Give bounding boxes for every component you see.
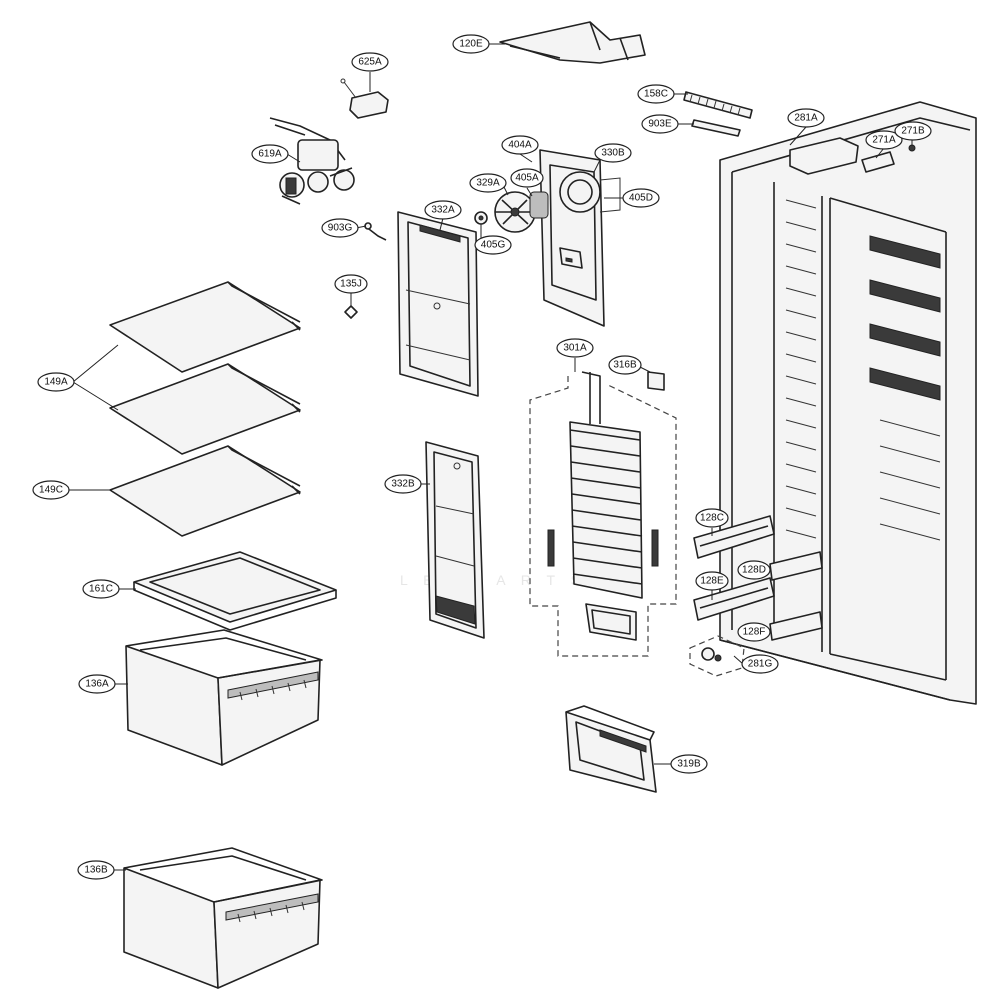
- callout-332A: 332A: [424, 200, 462, 220]
- callout-128E: 128E: [695, 571, 729, 591]
- callout-135J: 135J: [334, 274, 368, 294]
- part-rail-bracket-upper: [693, 515, 775, 559]
- callout-405G: 405G: [474, 235, 512, 255]
- part-thermistor: [647, 371, 665, 391]
- callout-label: 149C: [39, 485, 63, 496]
- callout-label: 158C: [644, 89, 668, 100]
- callout-271A: 271A: [865, 130, 903, 150]
- part-hinge-parts: [689, 635, 745, 677]
- callout-label: 405G: [481, 240, 506, 251]
- callout-404A: 404A: [501, 135, 539, 155]
- callout-271B: 271B: [894, 121, 932, 141]
- watermark-text: L E A P A R T S: [400, 572, 586, 588]
- part-tape-pad: [691, 119, 741, 137]
- callout-label: 136B: [84, 865, 108, 876]
- callout-619A: 619A: [251, 144, 289, 164]
- part-grommet: [474, 211, 488, 225]
- part-evap-cover-upper: [397, 211, 479, 397]
- part-valve-assembly: [269, 117, 355, 205]
- callout-label: 619A: [258, 149, 282, 160]
- callout-281A: 281A: [787, 108, 825, 128]
- part-sensor: [340, 78, 389, 119]
- callout-label: 301A: [563, 343, 587, 354]
- callout-405D: 405D: [622, 188, 660, 208]
- callout-316B: 316B: [608, 355, 642, 375]
- callout-label: 281G: [748, 659, 773, 670]
- callout-161C: 161C: [82, 579, 120, 599]
- callout-label: 332A: [431, 205, 455, 216]
- callout-136B: 136B: [77, 860, 115, 880]
- callout-label: 404A: [508, 140, 532, 151]
- callout-label: 330B: [601, 148, 625, 159]
- part-motor: [529, 191, 549, 219]
- callout-label: 405A: [515, 173, 539, 184]
- callout-128F: 128F: [737, 622, 771, 642]
- callout-label: 903G: [328, 223, 353, 234]
- part-crisper-drawer-lower: [123, 847, 323, 989]
- part-evaporator-group: [529, 371, 677, 657]
- callout-label: 625A: [358, 57, 382, 68]
- callout-label: 316B: [613, 360, 637, 371]
- part-crisper-cover: [133, 551, 337, 631]
- callout-label: 161C: [89, 584, 113, 595]
- part-wire-clip: [364, 222, 387, 241]
- callout-149C: 149C: [32, 480, 70, 500]
- leader-lines: [68, 43, 913, 871]
- callout-label: 271A: [872, 135, 896, 146]
- callout-332B: 332B: [384, 474, 422, 494]
- part-fan-housing: [539, 149, 621, 327]
- callout-label: 120E: [459, 39, 483, 50]
- callout-label: 405D: [629, 193, 653, 204]
- callout-label: 271B: [901, 126, 925, 137]
- callout-329A: 329A: [469, 173, 507, 193]
- callout-281G: 281G: [741, 654, 779, 674]
- callout-label: 128F: [743, 627, 766, 638]
- callout-label: 332B: [391, 479, 415, 490]
- callout-120E: 120E: [452, 34, 490, 54]
- callout-label: 149A: [44, 377, 68, 388]
- part-rail-bracket-lower: [693, 577, 775, 621]
- part-evap-cover-lower: [425, 441, 485, 639]
- callout-149A: 149A: [37, 372, 75, 392]
- callout-label: 135J: [340, 279, 362, 290]
- part-fan-blade: [494, 191, 536, 233]
- callout-301A: 301A: [556, 338, 594, 358]
- part-heater-strip: [683, 91, 753, 119]
- part-small-fastener: [344, 305, 358, 319]
- callout-label: 319B: [677, 759, 701, 770]
- callout-label: 281A: [794, 113, 818, 124]
- callout-319B: 319B: [670, 754, 708, 774]
- callout-136A: 136A: [78, 674, 116, 694]
- callout-128D: 128D: [737, 560, 771, 580]
- callout-903E: 903E: [641, 114, 679, 134]
- callout-158C: 158C: [637, 84, 675, 104]
- callout-label: 128E: [700, 576, 724, 587]
- part-duct-cover: [499, 21, 646, 64]
- part-crisper-drawer-upper: [125, 629, 323, 766]
- part-drain-pan: [565, 705, 657, 793]
- part-cabinet-liner: [719, 101, 977, 705]
- callout-label: 128C: [700, 513, 724, 524]
- part-glass-shelf-3: [109, 445, 301, 537]
- callout-128C: 128C: [695, 508, 729, 528]
- callout-label: 903E: [648, 119, 672, 130]
- callout-625A: 625A: [351, 52, 389, 72]
- part-glass-shelf-1: [109, 281, 301, 373]
- part-glass-shelf-2: [109, 363, 301, 455]
- callout-405A: 405A: [510, 168, 544, 188]
- part-rail-bracket-right: [769, 551, 823, 641]
- callout-label: 136A: [85, 679, 109, 690]
- callout-903G: 903G: [321, 218, 359, 238]
- callout-label: 128D: [742, 565, 766, 576]
- callout-label: 329A: [476, 178, 500, 189]
- callout-330B: 330B: [594, 143, 632, 163]
